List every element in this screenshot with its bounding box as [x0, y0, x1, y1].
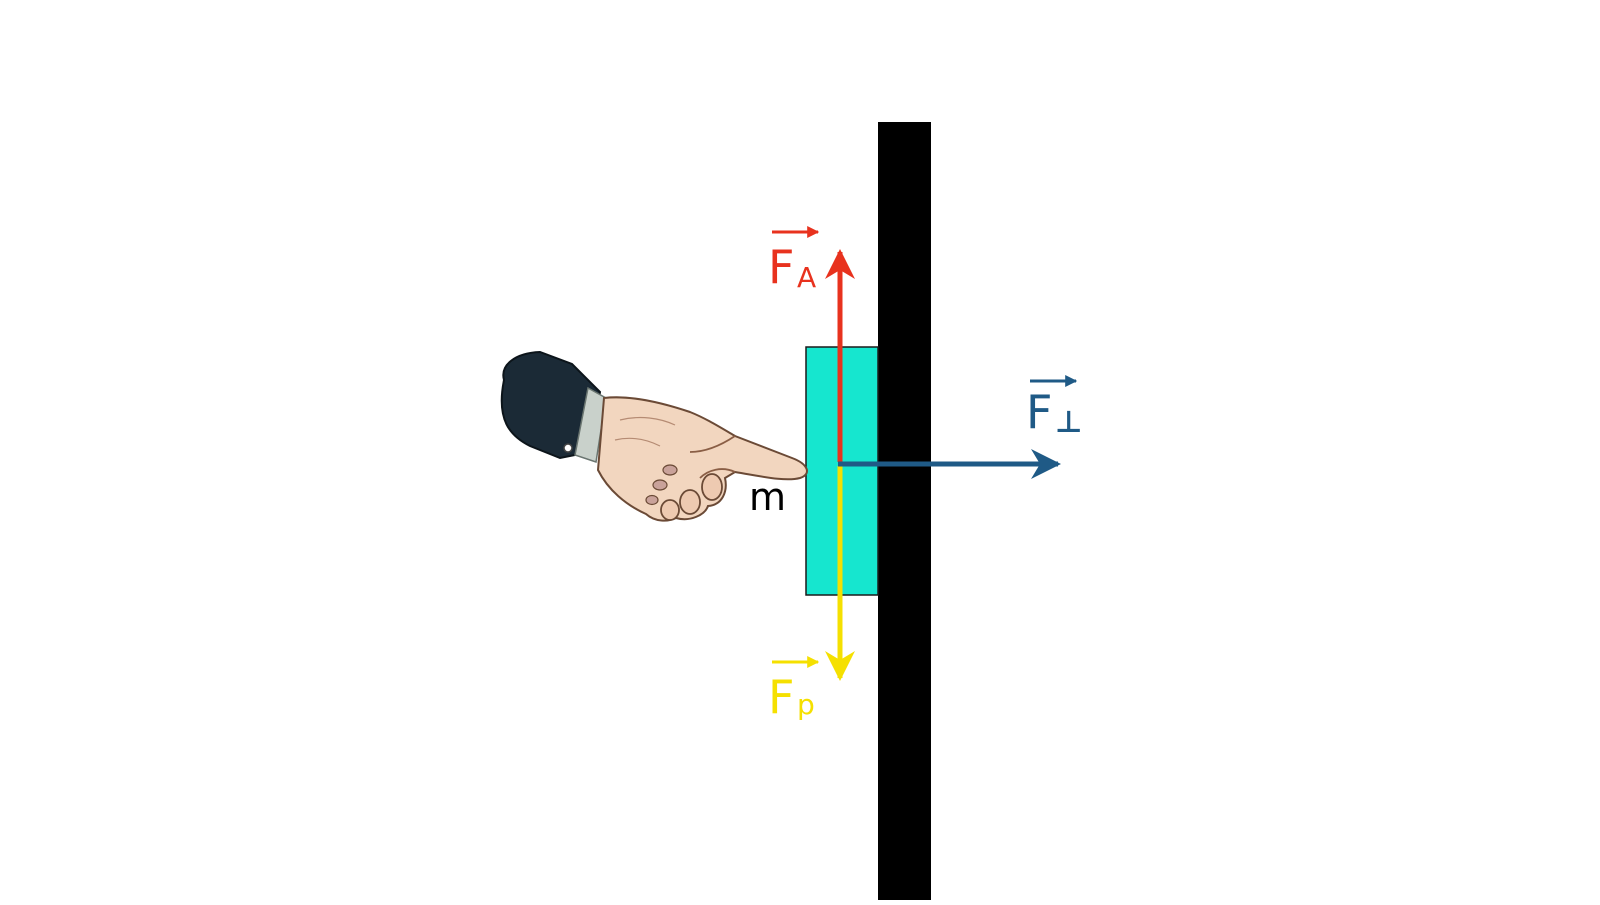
pointing-hand-icon: [500, 350, 808, 522]
cuff: [574, 386, 607, 463]
friction-symbol: F: [768, 240, 794, 294]
hand-shading: [619, 416, 676, 426]
knuckle: [679, 489, 701, 515]
fingernail: [645, 494, 659, 506]
friction-subscript: A: [797, 261, 816, 294]
finger-crease: [689, 435, 736, 453]
weight-subscript: p: [797, 688, 815, 721]
mass-label: m: [749, 475, 786, 519]
normal-subscript: ⊥: [1055, 405, 1082, 440]
fingernail: [662, 464, 678, 476]
wall: [878, 122, 931, 900]
weight-label: F p: [768, 656, 820, 724]
finger-crease: [699, 468, 736, 479]
normal-symbol: F: [1026, 385, 1052, 439]
cuff-button: [563, 443, 573, 453]
knuckle: [701, 473, 723, 501]
friction-label: F A: [768, 226, 820, 294]
knuckle: [660, 499, 680, 521]
normal-label: F ⊥: [1026, 375, 1082, 440]
hand-back: [596, 396, 808, 522]
fingernail: [652, 479, 668, 491]
hand-shading: [614, 437, 661, 447]
weight-symbol: F: [768, 670, 794, 724]
